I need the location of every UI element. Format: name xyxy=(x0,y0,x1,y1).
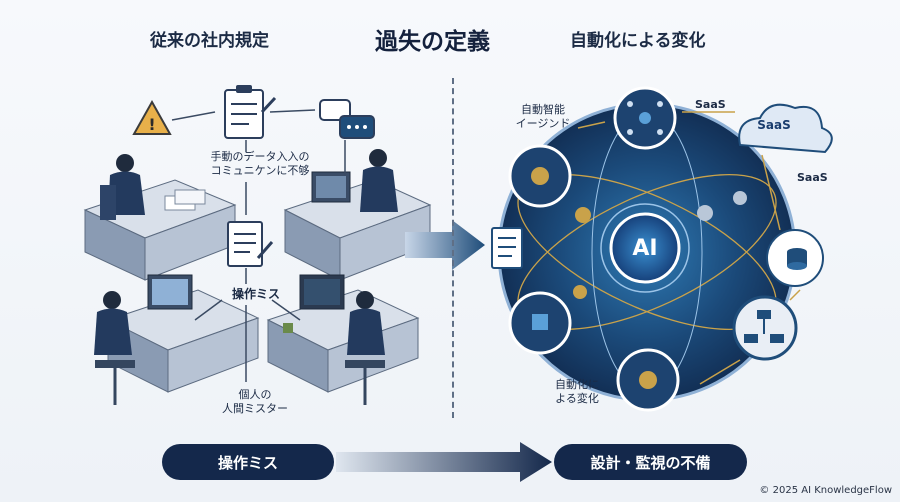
label-saas-cloud: SaaS xyxy=(757,118,791,132)
saas-cloud-icon xyxy=(738,103,833,154)
warning-icon: ! xyxy=(132,99,172,135)
transition-arrow xyxy=(405,220,485,270)
label-individual-error: 個人の 人間ミスター xyxy=(222,388,288,415)
desk-top-left xyxy=(83,154,237,281)
header-traditional-rules: 従来の社内規定 xyxy=(150,31,269,51)
node-left-bottom xyxy=(508,291,572,355)
document-icon xyxy=(227,221,274,267)
label-smart-engine: 自動智能 イージンド xyxy=(515,103,571,130)
header-automation-change: 自動化による変化 xyxy=(570,31,706,51)
left-connector-arrows xyxy=(171,109,346,382)
desk-top-right xyxy=(283,149,432,281)
clipboard-icon xyxy=(224,85,277,139)
document-list-icon xyxy=(491,227,523,269)
copyright-text: © 2025 AI KnowledgeFlow xyxy=(759,485,892,496)
node-bottom xyxy=(616,348,680,412)
label-saas-right: SaaS xyxy=(797,171,828,184)
desk-bottom-left xyxy=(94,274,260,405)
svg-text:!: ! xyxy=(148,115,155,134)
chat-bubbles-icon xyxy=(319,99,375,139)
database-cloud-icon xyxy=(766,229,824,287)
center-divider xyxy=(452,78,454,418)
label-operation-error: 操作ミス xyxy=(231,287,280,301)
node-right-bottom xyxy=(732,295,798,361)
label-saas-top: SaaS xyxy=(695,98,726,111)
node-top xyxy=(613,86,677,150)
node-left-top xyxy=(508,144,572,208)
bottom-arrow xyxy=(336,442,552,482)
ai-core-label: AI xyxy=(632,236,658,261)
label-manual-input: 手動のデータ入入の コミュニケンに不够 xyxy=(210,150,310,177)
page-title: 過失の定義 xyxy=(375,29,490,55)
label-automation: 自動化に よる変化 xyxy=(555,378,599,405)
pill-operation-error: 操作ミス xyxy=(162,444,334,480)
desk-bottom-right xyxy=(266,274,420,405)
right-connector-arrows xyxy=(577,111,801,385)
gear-icon xyxy=(573,191,747,299)
pill-design-monitoring-deficiency: 設計・監視の不備 xyxy=(554,444,747,480)
